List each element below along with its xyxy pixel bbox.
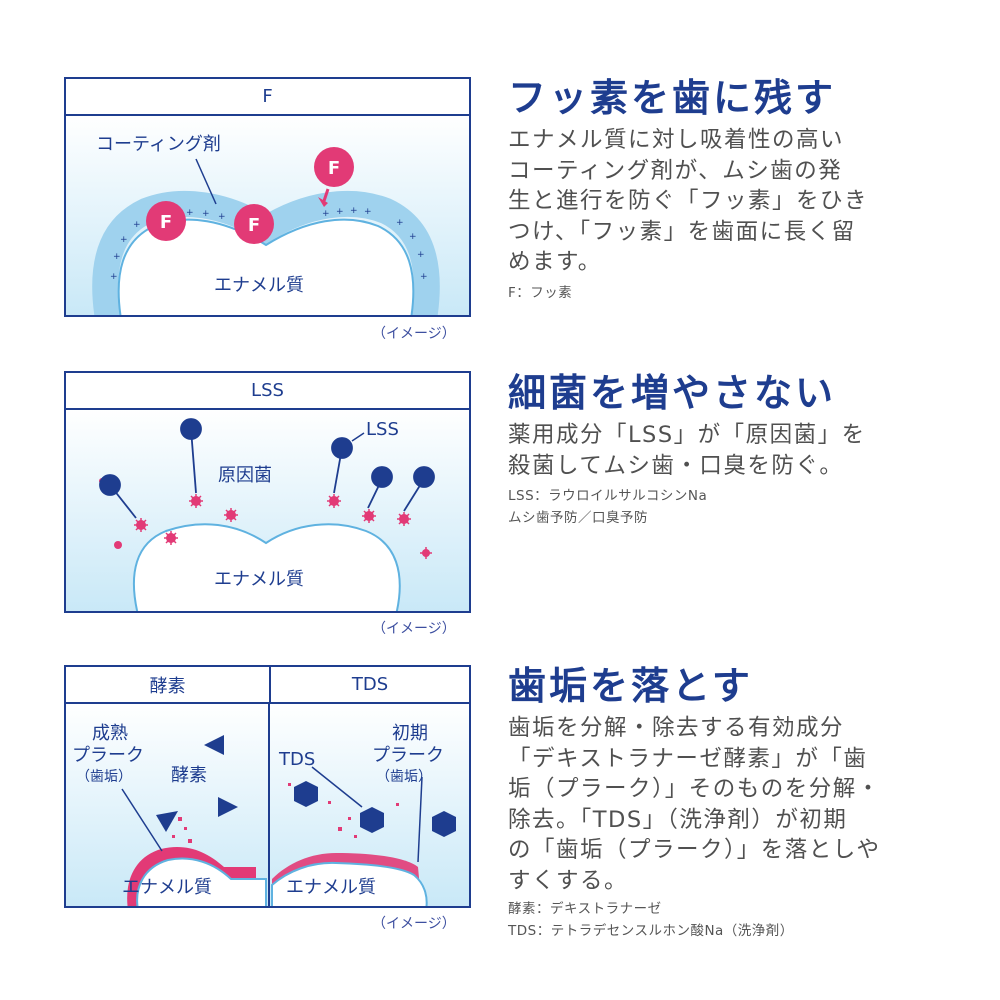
svg-text:+: + (396, 218, 404, 228)
enzyme-group (156, 735, 238, 832)
arrow-head-icon (318, 197, 328, 207)
svg-text:+: + (218, 212, 226, 222)
plaque-diagram-panel: 酵素 TDS (64, 665, 471, 908)
svg-text:+: + (409, 232, 417, 242)
plaque-panel-header: 酵素 TDS (66, 667, 469, 704)
coating-leader-line (195, 158, 217, 205)
early-plaque-leader (417, 776, 423, 863)
section-heading: フッ素を歯に残す (508, 75, 837, 120)
mature-plaque-leader (121, 788, 163, 852)
enamel-label: エナメル質 (214, 569, 304, 590)
enzyme-icon (218, 797, 238, 817)
svg-text:+: + (417, 250, 425, 260)
bacteria-label: 原因菌 (218, 465, 272, 486)
mature-plaque-label: （歯垢） (76, 769, 132, 785)
section-note: F：フッ素 (508, 284, 573, 301)
svg-text:+: + (113, 252, 121, 262)
lss-molecule-icon (331, 437, 353, 459)
lss-molecules (99, 418, 435, 519)
lss-molecule-icon (99, 474, 121, 496)
section-body: エナメル質に対し吸着性の高い コーティング剤が、ムシ歯の発 生と進行を防ぐ「フッ… (508, 127, 869, 275)
lss-molecule-icon (180, 418, 202, 440)
enzyme-panel-title: 酵素 (149, 675, 186, 697)
arrow-down-icon (322, 188, 330, 202)
svg-text:+: + (420, 272, 428, 282)
svg-text:+: + (350, 206, 358, 216)
fluoride-ion: F (146, 201, 186, 241)
fluoride-diagram: ++++ +++ ++++ ++++ F F F コーティング剤 エナメル質 (66, 114, 469, 315)
image-note: （イメージ） (372, 916, 456, 932)
plaque-fragments (172, 783, 399, 843)
fluoride-symbol: F (248, 215, 260, 236)
mature-plaque-label: プラーク (72, 745, 144, 766)
svg-text:+: + (120, 235, 128, 245)
lss-text-block: 細菌を増やさない 薬用成分「LSS」が「原因菌」を 殺菌してムシ歯・口臭を防ぐ。… (508, 370, 948, 529)
plaque-text-block: 歯垢を落とす 歯垢を分解・除去する有効成分 「デキストラナーゼ酵素」が「歯 垢（… (508, 663, 948, 942)
svg-text:+: + (133, 220, 141, 230)
enamel-label: エナメル質 (214, 275, 304, 296)
lss-panel-title: LSS (66, 373, 469, 410)
bacteria-spikes (134, 494, 432, 559)
lss-molecule-icon (413, 466, 435, 488)
enamel-shape (132, 523, 401, 611)
early-plaque-label: プラーク (372, 745, 444, 766)
fluoride-symbol: F (160, 212, 172, 233)
fluoride-text-block: フッ素を歯に残す エナメル質に対し吸着性の高い コーティング剤が、ムシ歯の発 生… (508, 75, 948, 304)
fluoride-diagram-panel: F ++++ +++ ++++ ++++ F F (64, 77, 471, 317)
tds-molecule-icon (294, 781, 318, 807)
lss-leader-line (351, 432, 365, 442)
tds-panel-title: TDS (351, 674, 389, 695)
enamel-label: エナメル質 (122, 877, 212, 898)
early-plaque-label: （歯垢） (376, 769, 432, 785)
enamel-label: エナメル質 (286, 877, 376, 898)
early-plaque-label: 初期 (392, 723, 428, 744)
section-body: 歯垢を分解・除去する有効成分 「デキストラナーゼ酵素」が「歯 垢（プラーク）」そ… (508, 715, 881, 894)
section-note: 酵素：デキストラナーゼ TDS：テトラデセンスルホン酸Na（洗浄剤） (508, 901, 794, 939)
enzyme-icon (204, 735, 224, 755)
enamel-shape (117, 218, 415, 315)
image-note: （イメージ） (372, 621, 456, 637)
plaque-diagram: 成熟 プラーク （歯垢） 酵素 TDS 初期 プラーク （歯垢） エナメル質 エ… (66, 702, 469, 906)
image-note: （イメージ） (372, 326, 456, 342)
fluoride-panel-title: F (66, 79, 469, 116)
svg-text:+: + (322, 209, 330, 219)
enzyme-icon (156, 811, 178, 832)
tds-molecule-icon (432, 811, 456, 837)
fluoride-ion: F (234, 204, 274, 244)
tds-group (294, 781, 456, 837)
coating-charges: ++++ +++ ++++ ++++ (110, 206, 428, 282)
svg-text:+: + (336, 207, 344, 217)
coating-label: コーティング剤 (96, 134, 221, 155)
tds-label: TDS (278, 749, 315, 770)
fluoride-symbol: F (328, 158, 340, 179)
section-body: 薬用成分「LSS」が「原因菌」を 殺菌してムシ歯・口臭を防ぐ。 (508, 422, 866, 479)
bacteria-icon (114, 541, 122, 549)
enzyme-label: 酵素 (171, 765, 207, 786)
fluoride-ion: F (314, 147, 354, 187)
lss-diagram-panel: LSS (64, 371, 471, 613)
section-note: LSS：ラウロイルサルコシンNa ムシ歯予防／口臭予防 (508, 488, 708, 526)
svg-text:+: + (364, 207, 372, 217)
section-heading: 細菌を増やさない (508, 370, 837, 415)
tds-leader (311, 766, 363, 808)
svg-text:+: + (186, 208, 194, 218)
lss-molecule-icon (371, 466, 393, 488)
svg-text:+: + (202, 209, 210, 219)
lss-label: LSS (366, 419, 399, 440)
section-heading: 歯垢を落とす (508, 663, 753, 708)
mature-plaque-label: 成熟 (92, 723, 128, 744)
svg-text:+: + (110, 272, 118, 282)
tds-molecule-icon (360, 807, 384, 833)
enamel-shape (136, 857, 267, 906)
lss-diagram: LSS 原因菌 エナメル質 (66, 408, 469, 611)
enamel-shape (271, 861, 428, 906)
